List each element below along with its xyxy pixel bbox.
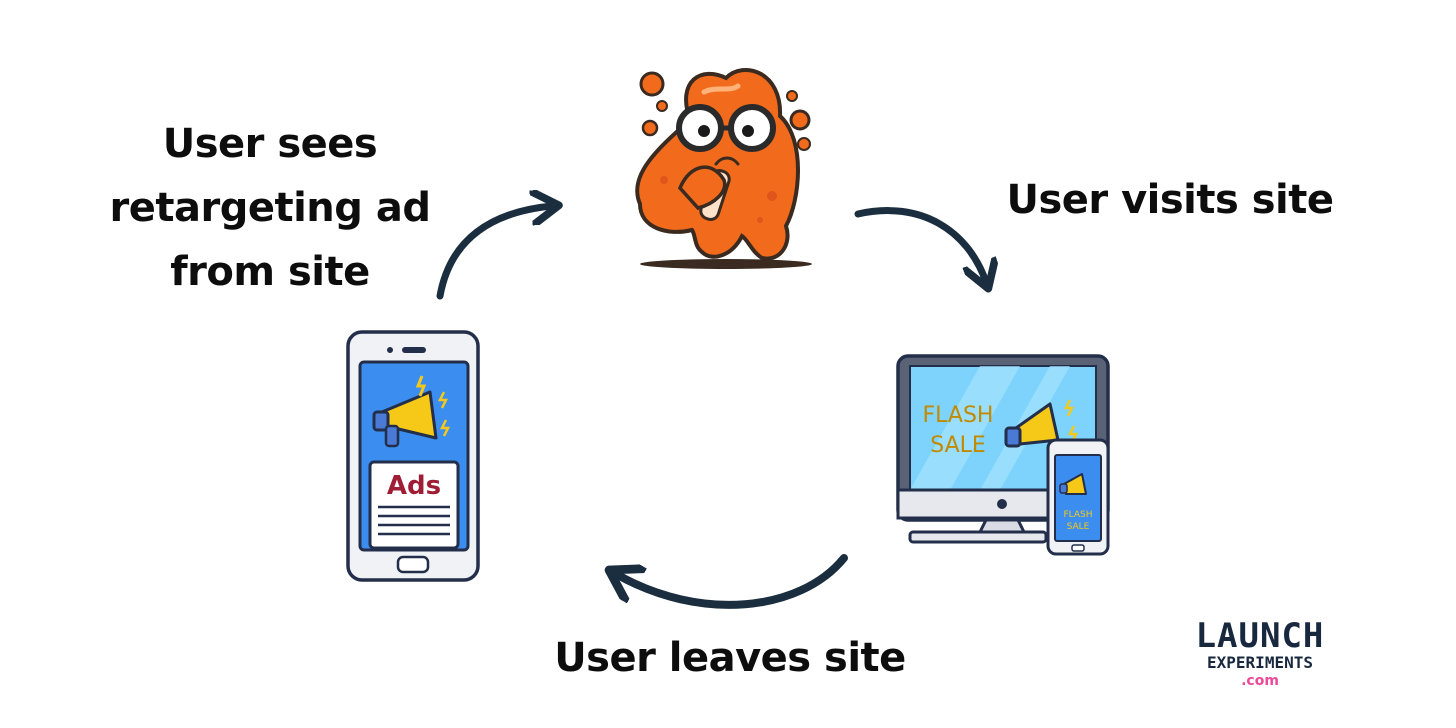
label-user-visits-site: User visits site [1006,177,1335,223]
label-user-leaves-site: User leaves site [554,635,906,681]
arrow-mascot-to-desktop [854,207,986,282]
brand-logo: LAUNCH EXPERIMENTS .com [1170,618,1350,690]
phone-ad-text: Ads [387,471,441,501]
phone-ad-icon: Ads [346,330,480,582]
desktop-flash-text: FLASH [923,403,994,428]
small-phone-sale-text: SALE [1067,522,1090,532]
brand-line-experiments: EXPERIMENTS [1207,653,1313,672]
desktop-sale-text: SALE [930,433,986,458]
brand-line-domain: .com [1241,673,1279,689]
arrow-phone-to-mascot [436,206,552,300]
small-phone-flash-text: FLASH [1063,510,1092,520]
brand-line-launch: LAUNCH [1195,616,1325,656]
arrow-desktop-to-phone [616,554,848,609]
desktop-flash-sale-icon: FLASH SALE FLASH SALE [896,354,1110,556]
mascot-icon [635,68,812,269]
label-user-sees-ad: User sees retargeting ad from site [109,121,431,295]
